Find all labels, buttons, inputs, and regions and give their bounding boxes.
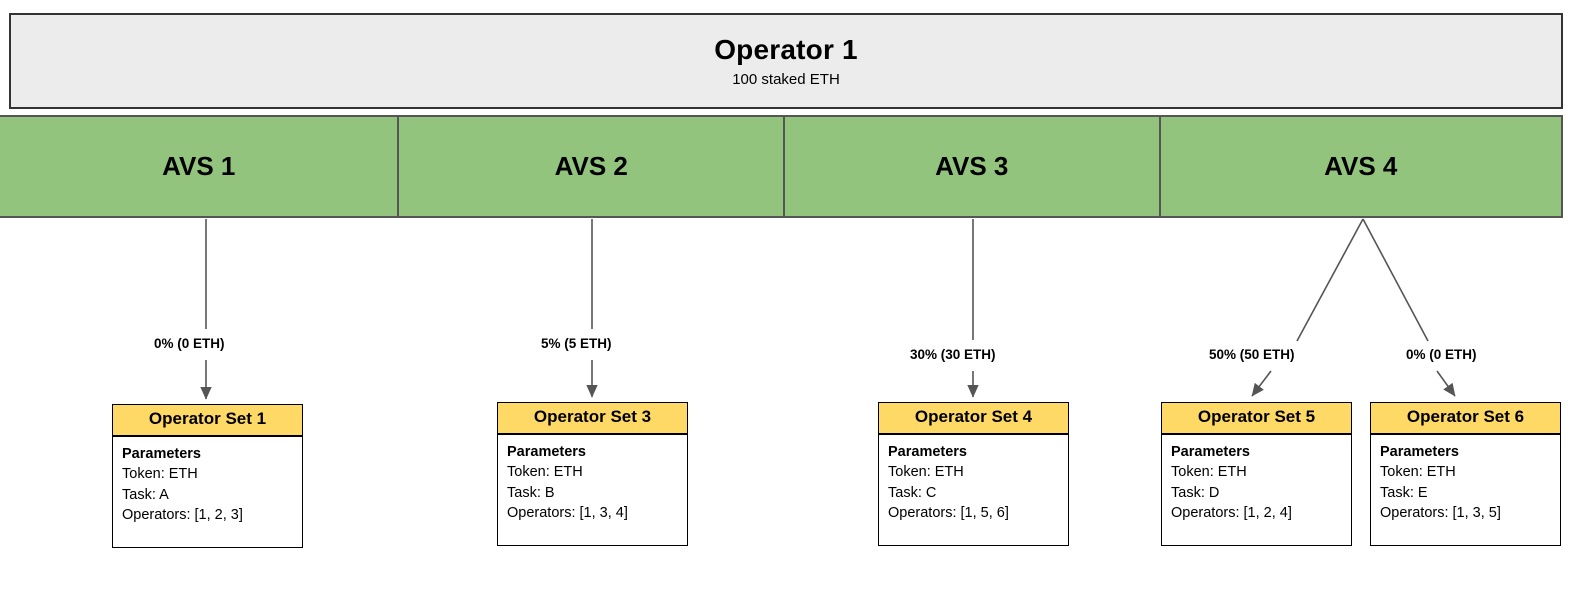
params-task-4: Task: C xyxy=(888,484,937,501)
avs-label-1: AVS 1 xyxy=(162,151,236,181)
params-title-6: Parameters xyxy=(1380,443,1459,460)
edge-label-avs4-opset5: 50% (50 ETH) xyxy=(1209,347,1295,362)
avs-label-4: AVS 4 xyxy=(1324,151,1398,181)
params-task-3: Task: B xyxy=(507,484,555,501)
params-operators-6: Operators: [1, 3, 5] xyxy=(1380,505,1501,522)
avs-cell-3[interactable]: AVS 3 xyxy=(784,117,1161,216)
avs-row: AVS 1 AVS 2 AVS 3 AVS 4 xyxy=(0,115,1563,218)
params-operators-1: Operators: [1, 2, 3] xyxy=(122,507,243,524)
edge-label-avs1-opset1: 0% (0 ETH) xyxy=(154,336,225,351)
avs-label-2: AVS 2 xyxy=(554,151,628,181)
params-title-3: Parameters xyxy=(507,443,586,460)
operator-set-body-1: Parameters Token: ETH Task: A Operators:… xyxy=(113,437,302,534)
operator-title: Operator 1 xyxy=(714,34,858,66)
operator-set-card-5[interactable]: Operator Set 5 Parameters Token: ETH Tas… xyxy=(1161,402,1352,546)
operator-set-title-5: Operator Set 5 xyxy=(1162,403,1351,435)
edge-label-avs3-opset4: 30% (30 ETH) xyxy=(910,347,996,362)
params-task-6: Task: E xyxy=(1380,484,1428,501)
params-title-5: Parameters xyxy=(1171,443,1250,460)
params-token-6: Token: ETH xyxy=(1380,464,1456,481)
params-token-1: Token: ETH xyxy=(122,466,198,483)
edge-avs4-opset6 xyxy=(1362,218,1456,397)
params-token-5: Token: ETH xyxy=(1171,464,1247,481)
operator-container: Operator 1 100 staked ETH xyxy=(9,13,1563,109)
edge-label-avs4-opset6: 0% (0 ETH) xyxy=(1406,347,1477,362)
avs-cell-2[interactable]: AVS 2 xyxy=(399,117,785,216)
params-task-1: Task: A xyxy=(122,486,169,503)
edge-label-avs2-opset3: 5% (5 ETH) xyxy=(541,336,612,351)
params-token-3: Token: ETH xyxy=(507,464,583,481)
params-operators-3: Operators: [1, 3, 4] xyxy=(507,505,628,522)
operator-set-title-3: Operator Set 3 xyxy=(498,403,687,435)
operator-set-title-4: Operator Set 4 xyxy=(879,403,1068,435)
operator-set-body-5: Parameters Token: ETH Task: D Operators:… xyxy=(1162,435,1351,532)
avs-label-3: AVS 3 xyxy=(935,151,1009,181)
params-task-5: Task: D xyxy=(1171,484,1220,501)
params-operators-4: Operators: [1, 5, 6] xyxy=(888,505,1009,522)
operator-set-body-4: Parameters Token: ETH Task: C Operators:… xyxy=(879,435,1068,532)
operator-set-title-1: Operator Set 1 xyxy=(113,405,302,437)
avs-cell-4[interactable]: AVS 4 xyxy=(1160,117,1561,216)
params-operators-5: Operators: [1, 2, 4] xyxy=(1171,505,1292,522)
params-token-4: Token: ETH xyxy=(888,464,964,481)
edge-avs4-opset5 xyxy=(1251,218,1364,397)
params-title-4: Parameters xyxy=(888,443,967,460)
operator-set-body-3: Parameters Token: ETH Task: B Operators:… xyxy=(498,435,687,532)
operator-set-card-3[interactable]: Operator Set 3 Parameters Token: ETH Tas… xyxy=(497,402,688,546)
operator-set-card-6[interactable]: Operator Set 6 Parameters Token: ETH Tas… xyxy=(1370,402,1561,546)
operator-set-card-4[interactable]: Operator Set 4 Parameters Token: ETH Tas… xyxy=(878,402,1069,546)
operator-set-title-6: Operator Set 6 xyxy=(1371,403,1560,435)
params-title-1: Parameters xyxy=(122,445,201,462)
operator-set-card-1[interactable]: Operator Set 1 Parameters Token: ETH Tas… xyxy=(112,404,303,548)
operator-stake-subtitle: 100 staked ETH xyxy=(732,70,840,88)
avs-cell-1[interactable]: AVS 1 xyxy=(0,117,400,216)
operator-set-body-6: Parameters Token: ETH Task: E Operators:… xyxy=(1371,435,1560,532)
